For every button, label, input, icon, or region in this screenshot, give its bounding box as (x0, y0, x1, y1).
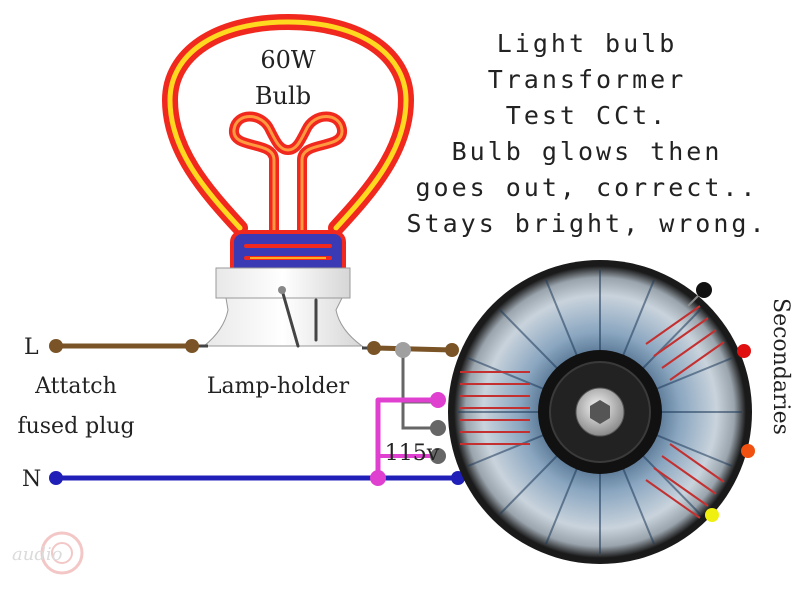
tap-dot (430, 420, 446, 436)
watermark-logo: audio (12, 531, 84, 575)
voltage-label: 115v (385, 441, 440, 466)
live-feed-to-transformer (373, 345, 453, 353)
neutral-terminal-dot (49, 471, 63, 485)
live-label: L (24, 335, 39, 360)
light-bulb: 60W Bulb (161, 13, 415, 293)
wiring (56, 343, 460, 481)
tap-wire (375, 397, 438, 478)
title-line: Stays bright, wrong. (406, 209, 767, 238)
live-terminal-dot (49, 339, 63, 353)
secondary-lead-yellow (705, 508, 719, 522)
secondary-lead-orange (741, 444, 755, 458)
tap-dot (430, 448, 446, 464)
watermark-text: audio (12, 544, 63, 565)
neutral-junction-dot (370, 470, 386, 486)
plug-instruction-line2: fused plug (17, 414, 134, 439)
title-block: Light bulb Transformer Test CCt. Bulb gl… (406, 29, 767, 238)
transformer-live-dot (445, 343, 459, 357)
lamp-holder-label: Lamp-holder (207, 374, 350, 399)
toroidal-transformer (448, 260, 752, 564)
junction-dots (49, 339, 465, 486)
holder-right-dot (367, 341, 381, 355)
title-line: Bulb glows then (452, 137, 723, 166)
neutral-label: N (22, 467, 41, 492)
lamp-holder-dot (185, 339, 199, 353)
grey-tap-wire-2 (401, 402, 438, 430)
tap-dot (430, 392, 446, 408)
title-line: goes out, correct.. (416, 173, 759, 202)
copper-windings (460, 305, 725, 519)
lamp-holder: Lamp-holder (202, 267, 364, 399)
secondary-leads (687, 282, 755, 522)
secondaries-label: Secondaries (768, 298, 793, 435)
title-line: Light bulb (497, 29, 678, 58)
junction-dot (395, 342, 411, 358)
bulb-wattage-label: 60W (260, 46, 316, 74)
bulb-filament (229, 111, 347, 237)
hex-socket-icon (590, 400, 610, 424)
title-line: Test CCt. (506, 101, 668, 130)
title-line: Transformer (488, 65, 687, 94)
bulb-label: Bulb (255, 82, 311, 110)
secondary-lead-red (737, 344, 751, 358)
secondary-lead-black (696, 282, 712, 298)
plug-instruction-line1: Attatch (34, 374, 117, 399)
